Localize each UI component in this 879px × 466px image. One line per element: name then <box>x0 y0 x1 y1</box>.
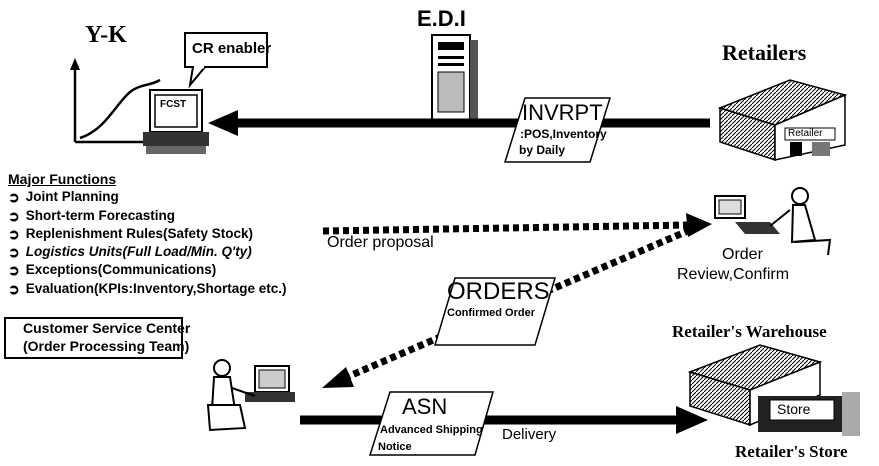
forecast-graph-icon <box>70 58 161 144</box>
store-caption: Retailer's Store <box>735 442 848 461</box>
order-review-line1: Order <box>722 246 763 263</box>
delivery-label: Delivery <box>502 426 557 443</box>
invrpt-box <box>503 97 612 163</box>
fcst-label: FCST <box>160 99 187 110</box>
asn-line1: Advanced Shipping <box>380 424 483 436</box>
function-item: ➲Short-term Forecasting <box>8 207 176 224</box>
invrpt-line1: :POS,Inventory <box>520 127 607 141</box>
delivery-arrow <box>300 406 708 434</box>
bullet-arrow-icon: ➲ <box>8 262 20 279</box>
edi-title: E.D.I <box>417 6 466 31</box>
csc-box <box>4 317 183 359</box>
bullet-arrow-icon: ➲ <box>8 244 20 261</box>
bullet-arrow-icon: ➲ <box>8 207 20 224</box>
warehouse-title: Retailer's Warehouse <box>672 322 827 341</box>
function-item: ➲Joint Planning <box>8 189 119 206</box>
major-functions-list: Major Functions ➲Joint Planning ➲Short-t… <box>8 170 287 298</box>
retailer-building-icon <box>717 79 848 162</box>
order-proposal-arrow <box>322 213 712 237</box>
function-item: ➲Exceptions(Communications) <box>8 262 217 279</box>
csc-line2: (Order Processing Team) <box>23 338 190 354</box>
retailer-person-icon <box>714 187 832 256</box>
retailer-sign: Retailer <box>788 128 823 139</box>
edi-server-icon <box>431 34 478 121</box>
retailers-title: Retailers <box>722 40 807 65</box>
bullet-arrow-icon: ➲ <box>8 280 20 297</box>
order-review-line2: Review,Confirm <box>677 266 790 283</box>
asn-title: ASN <box>402 394 448 419</box>
asn-box <box>368 391 494 456</box>
cr-enabler-callout <box>184 32 268 89</box>
csc-line1: Customer Service Center <box>23 320 191 336</box>
cr-enabler-label: CR enabler <box>192 40 272 57</box>
function-item: ➲Logistics Units(Full Load/Min. Q'ty) <box>8 244 252 261</box>
asn-line2: Notice <box>378 441 412 453</box>
csc-person-icon <box>206 359 295 432</box>
invrpt-line2: by Daily <box>519 143 566 157</box>
orders-title: ORDERS <box>447 278 550 305</box>
orders-box <box>433 277 557 346</box>
store-icon <box>758 392 860 436</box>
invrpt-title: INVRPT <box>522 100 603 125</box>
bullet-arrow-icon: ➲ <box>8 225 20 242</box>
yk-title: Y-K <box>85 22 127 48</box>
function-item: ➲Evaluation(KPIs:Inventory,Shortage etc.… <box>8 280 287 297</box>
store-sign: Store <box>777 401 811 417</box>
major-functions-title: Major Functions <box>8 171 117 187</box>
order-proposal-label: Order proposal <box>327 234 434 251</box>
orders-sub: Confirmed Order <box>447 307 536 319</box>
yk-computer-icon <box>143 89 209 154</box>
bullet-arrow-icon: ➲ <box>8 189 20 206</box>
invrpt-arrow <box>208 110 710 136</box>
function-item: ➲Replenishment Rules(Safety Stock) <box>8 225 254 242</box>
